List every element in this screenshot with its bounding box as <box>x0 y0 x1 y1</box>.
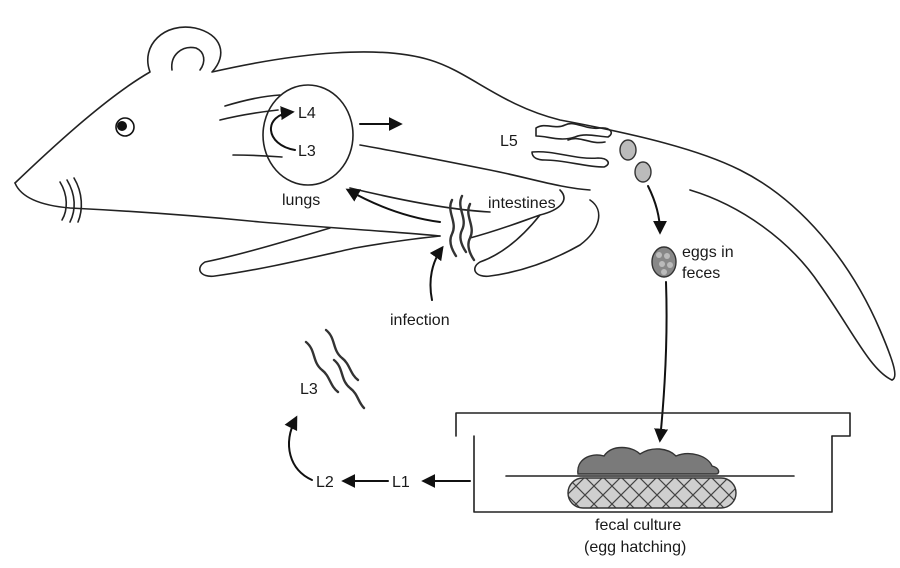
skin-to-lungs-arrow <box>348 190 440 222</box>
adult-worm-2 <box>532 152 608 167</box>
lungs-outline <box>263 85 353 185</box>
adult-worm-1 <box>536 124 611 139</box>
dish-lid <box>456 413 850 436</box>
skin-larva-3 <box>468 204 474 260</box>
feces-egg-dot <box>661 269 667 275</box>
adult-worms <box>532 124 611 167</box>
intestine-eggs <box>620 140 651 182</box>
rat-inner-line-mid <box>233 155 282 157</box>
feces-egg-dot <box>664 253 670 259</box>
label-l3-lungs: L3 <box>298 143 316 160</box>
label-egg-hatching: (egg hatching) <box>584 539 686 556</box>
label-l5: L5 <box>500 133 518 150</box>
egg-2 <box>635 162 651 182</box>
rat-inner-abdomen <box>360 145 590 190</box>
feces-egg-dot <box>667 262 673 268</box>
l2-to-l3-arrow <box>289 418 312 480</box>
feces-mound <box>578 448 719 475</box>
label-lungs: lungs <box>282 192 320 209</box>
label-l3-free: L3 <box>300 381 318 398</box>
label-intestines: intestines <box>488 195 556 212</box>
hatched-filter-paper <box>568 478 736 508</box>
feces-egg-dot <box>656 252 662 258</box>
feces-egg-cluster <box>652 247 676 277</box>
feces-egg-dot <box>659 261 665 267</box>
rat-back-line <box>15 27 895 380</box>
rat-outline <box>15 27 895 380</box>
adult-worm-3 <box>568 139 605 143</box>
label-feces: feces <box>682 265 720 282</box>
skin-larva-2 <box>460 196 466 252</box>
rat-pupil <box>117 121 127 131</box>
label-l4-lungs: L4 <box>298 105 316 122</box>
label-l2: L2 <box>316 474 334 491</box>
infection-arrow <box>430 248 442 300</box>
label-infection: infection <box>390 312 450 329</box>
l3-to-l4-arrow <box>271 112 295 150</box>
label-eggs-in: eggs in <box>682 244 734 261</box>
rat-tail-underside <box>690 190 892 380</box>
label-fecal-culture: fecal culture <box>595 517 681 534</box>
skin-larvae <box>450 196 474 260</box>
culture-dish <box>456 413 850 512</box>
feces-to-culture-arrow <box>660 282 667 440</box>
rat-inner-line-upper <box>220 110 278 120</box>
intestine-to-feces-arrow <box>648 186 660 232</box>
rat-whiskers <box>60 178 81 222</box>
rat-ear-inner <box>172 47 204 70</box>
label-l1: L1 <box>392 474 410 491</box>
egg-1 <box>620 140 636 160</box>
rat-front-leg <box>200 228 440 276</box>
